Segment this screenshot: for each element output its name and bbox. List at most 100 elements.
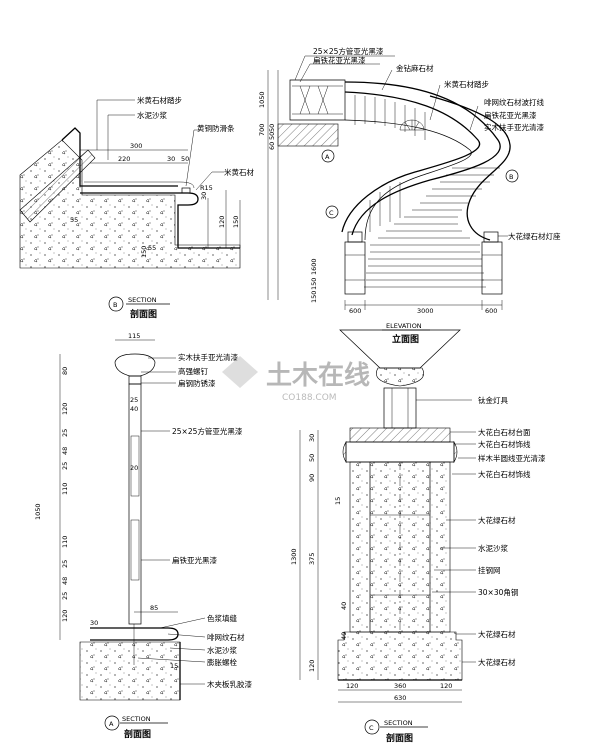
dim-a-3: 48 [61, 447, 69, 455]
dim-a-misc-5: 15 [170, 662, 178, 670]
handrail-outer [344, 81, 501, 236]
newel-right [481, 241, 503, 295]
upper-tread [61, 127, 178, 187]
dim-a-6: 1050 [34, 503, 42, 520]
section-a-detail: 115 80 120 25 48 25 110 1050 110 25 48 2… [34, 332, 252, 740]
dim-a-5: 110 [61, 483, 69, 495]
label-c-7: 挂钢网 [478, 565, 501, 575]
marker-e-b-circle [505, 169, 519, 183]
baluster-post [128, 383, 142, 625]
caption-e-en: ELEVATION [386, 322, 422, 330]
marker-e-a: A [325, 153, 330, 161]
dim-e-6: 150 [310, 278, 318, 290]
dim-b-5: 55 [70, 216, 78, 224]
floor-concrete-a [79, 641, 181, 701]
marker-c-circle [364, 719, 380, 735]
label-e-3: 米黄石材踏步 [444, 79, 489, 89]
dim-c-bottom-2: 120 [440, 682, 452, 690]
label-e-2: 金钻麻石材 [396, 63, 434, 73]
label-e-6: 实木扶手亚光清漆 [484, 122, 544, 132]
dim-b-9: 150 [232, 216, 240, 228]
dim-e-bottom-1: 3000 [417, 307, 434, 315]
section-c-detail: 30 50 90 15 375 1300 40 40 120 120 360 1… [290, 329, 546, 744]
dim-c-1: 50 [308, 454, 316, 462]
dim-e-1: 700 [258, 124, 266, 136]
dim-a-misc-0: 115 [128, 332, 140, 340]
caption-b-en: SECTION [128, 296, 157, 304]
dim-e-2: 50 [268, 124, 276, 132]
dim-a-7: 110 [61, 536, 69, 548]
lamp-head [376, 367, 424, 387]
dim-b-7: 30 [200, 192, 208, 200]
marker-e-c-circle [325, 205, 339, 219]
marker-a: A [109, 720, 114, 728]
label-a-1: 高强螺钉 [178, 366, 208, 376]
label-e-1: 扁铁花亚光黑漆 [313, 55, 366, 65]
dim-b-8: 120 [218, 216, 226, 228]
stone-tread-a [90, 627, 179, 641]
label-c-8: 30×30角钢 [478, 587, 518, 597]
dim-a-4: 25 [61, 462, 69, 470]
label-a-3: 25×25方管亚光黑漆 [172, 426, 243, 436]
dim-e-bottom-0: 600 [349, 307, 361, 315]
label-a-4: 扁铁亚光黑漆 [172, 555, 217, 565]
dim-a-12: 30 [90, 619, 98, 627]
marker-e-a-circle [321, 149, 335, 163]
dim-a-1: 120 [61, 403, 69, 415]
dim-b-2: 30 [167, 155, 175, 163]
caption-c-en: SECTION [384, 719, 413, 727]
label-a-0: 实木扶手亚光清漆 [178, 352, 238, 362]
label-b-2: 黄铜防滑条 [197, 123, 235, 133]
marker-a-circle [104, 715, 120, 731]
lower-tread [80, 192, 240, 249]
label-c-10: 大花绿石材 [478, 657, 516, 667]
label-e-4: 啡网纹石材波打线 [484, 97, 544, 107]
dim-a-9: 48 [61, 577, 69, 585]
dim-e-7: 150 [310, 291, 318, 303]
label-b-0: 米黄石材踏步 [137, 95, 182, 105]
dim-c-bottom-3: 630 [394, 694, 406, 702]
caption-b-cn: 剖面图 [130, 308, 157, 320]
label-c-1: 大花白石材台面 [478, 427, 531, 437]
marker-b-circle [108, 296, 124, 312]
label-b-3: 米黄石材 [224, 167, 254, 177]
label-e-0: 25×25方管亚光黑漆 [313, 46, 384, 56]
label-a-2: 扁钢防锈漆 [178, 378, 216, 388]
section-b-detail: 米黄石材踏步 水泥沙浆 黄铜防滑条 米黄石材 300 220 30 50 R15… [19, 95, 254, 320]
label-a-6: 啡网纹石材 [207, 632, 245, 642]
stair-treads [364, 167, 500, 288]
label-c-0: 钛金灯具 [478, 395, 508, 405]
marker-e-b: B [509, 173, 513, 181]
caption-e-cn: 立面图 [392, 333, 419, 345]
watermark-en: CO188.COM [282, 393, 337, 403]
dim-e-0: 1050 [258, 91, 266, 108]
watermark-cn: 土木在线 [266, 361, 370, 391]
label-b-1: 水泥沙浆 [137, 110, 167, 120]
dim-a-2: 25 [61, 429, 69, 437]
newel-left [344, 241, 366, 295]
label-a-8: 膨胀螺栓 [207, 657, 237, 667]
dim-b-6: 55 [148, 244, 156, 252]
landing-slab [277, 123, 339, 147]
caption-a-en: SECTION [122, 715, 151, 723]
label-e-lamp: 大花绿石材灯座 [508, 231, 561, 241]
label-c-4: 大花白石材饰线 [478, 469, 531, 479]
watermark: 土木在线 CO188.COM [222, 356, 370, 403]
dim-b-1: 220 [118, 155, 130, 163]
dim-b-0: 300 [130, 142, 142, 150]
label-c-3: 样木半圆线亚光清漆 [478, 453, 546, 463]
label-e-5: 扁铁花亚光黑漆 [484, 110, 537, 120]
dim-c-6: 40 [340, 602, 348, 610]
dim-a-misc-1: 25 [130, 396, 138, 404]
dim-c-4: 375 [308, 553, 316, 565]
dim-c-5: 1300 [290, 548, 298, 565]
handrail-inner [341, 91, 481, 233]
dim-c-3: 15 [334, 497, 342, 505]
dim-a-misc-2: 40 [130, 405, 138, 413]
label-c-9: 大花绿石材 [478, 629, 516, 639]
dim-a-8: 25 [61, 560, 69, 568]
marker-e-c: C [329, 209, 334, 217]
marker-b: B [113, 301, 117, 309]
soffit-hatch [19, 149, 96, 223]
